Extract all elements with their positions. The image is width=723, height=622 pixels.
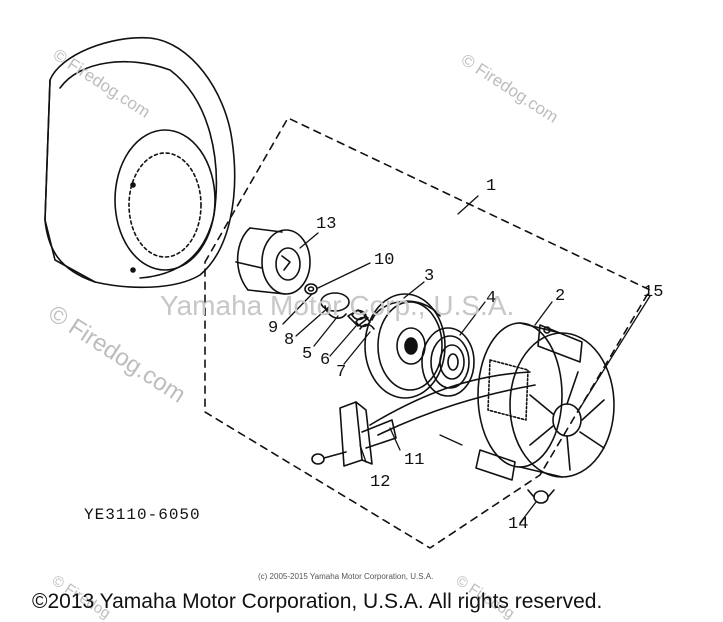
part-label-10: 10 [374,251,395,270]
part-3-reel [364,293,446,399]
part-label-5: 5 [302,345,313,364]
part-label-1: 1 [486,177,497,196]
part-4-spring [421,327,475,397]
leader-lines [282,195,651,524]
part-label-6: 6 [320,351,331,370]
part-2-case [475,322,615,481]
part-label-4: 4 [486,289,497,308]
copyright-notice: ©2013 Yamaha Motor Corporation, U.S.A. A… [32,590,603,613]
parts-small-hardware [304,283,375,330]
small-copyright: (c) 2005-2015 Yamaha Motor Corporation, … [258,572,434,581]
part-label-8: 8 [284,331,295,350]
part-13-drum [235,227,311,295]
assembly-boundary-dashed [204,117,651,549]
part-label-7: 7 [336,363,347,382]
watermark-center: Yamaha Motor Corp., U.S.A. [160,290,515,321]
part-label-14: 14 [508,515,529,534]
part-12-handle [311,401,397,467]
part-14-bolt [527,489,555,504]
part-11-rope [369,371,536,436]
part-label-3: 3 [424,267,435,286]
diagram-part-code: YE3110-6050 [84,506,201,524]
part-label-2: 2 [555,287,566,306]
part-label-15: 15 [643,283,664,302]
part-label-12: 12 [370,473,391,492]
part-label-13: 13 [316,215,337,234]
part-label-11: 11 [404,451,425,470]
engine-shroud-drawing [44,36,236,289]
part-label-9: 9 [268,319,279,338]
